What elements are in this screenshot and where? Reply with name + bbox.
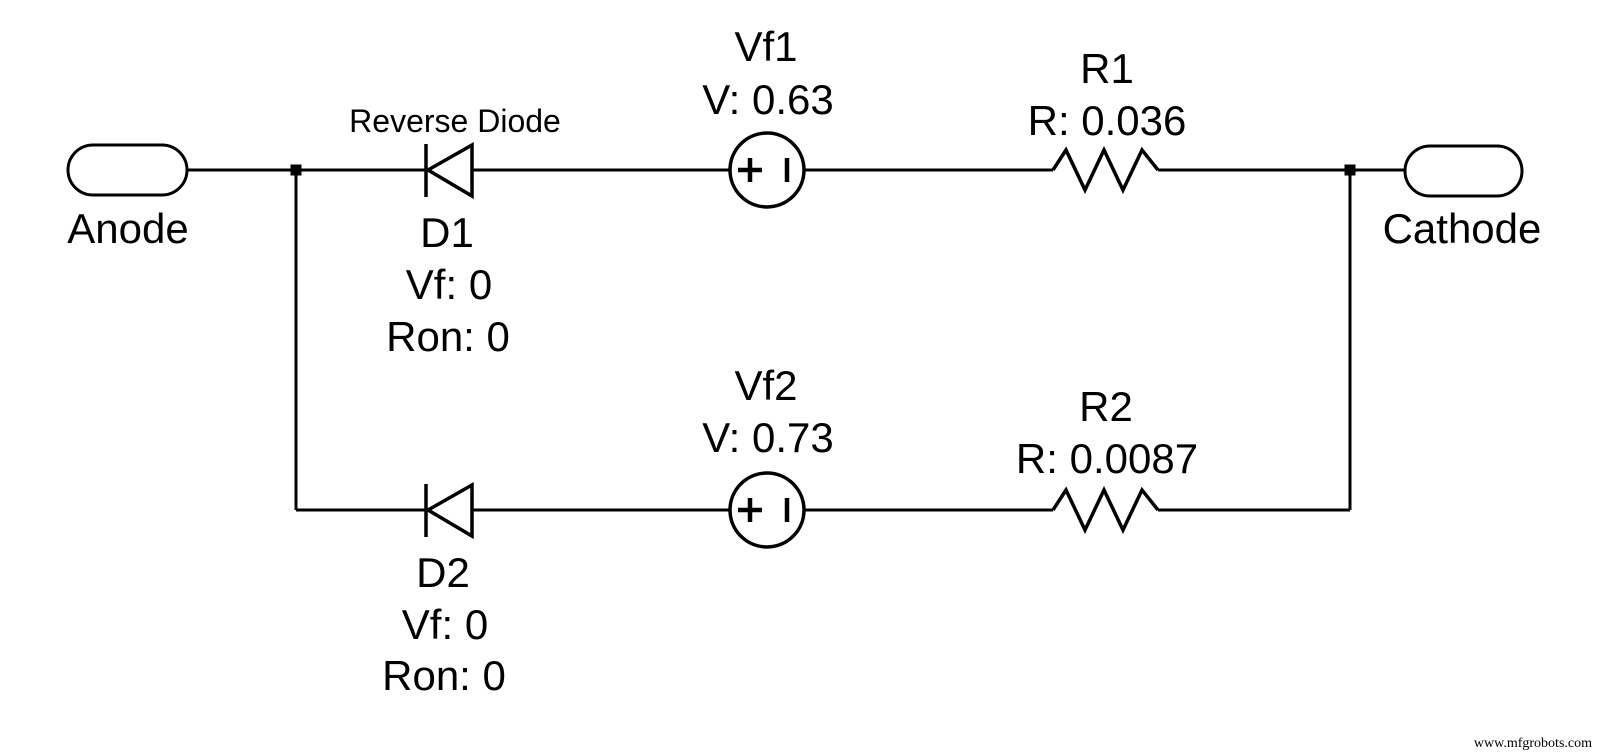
diode-d2-ron: Ron: 0 — [382, 652, 506, 699]
source-vf1-symbol — [728, 131, 806, 209]
junction-dot-right — [1344, 164, 1356, 176]
diode-d2-triangle — [424, 481, 474, 540]
resistor-r2-value: R: 0.0087 — [1016, 435, 1198, 482]
source-vf1-circle — [728, 131, 806, 209]
diode-d1-ron: Ron: 0 — [386, 313, 510, 360]
junction-dot-left — [290, 164, 302, 176]
diode-d1-symbol — [424, 141, 474, 200]
diode-d2-symbol — [424, 481, 474, 540]
source-vf2-symbol — [728, 471, 806, 549]
diode-d1-annotation: Reverse Diode — [349, 103, 561, 139]
source-vf1-name: Vf1 — [734, 23, 797, 70]
resistor-r1-name: R1 — [1080, 45, 1134, 92]
diode-d1-triangle — [424, 141, 474, 200]
resistor-r1-value: R: 0.036 — [1028, 97, 1187, 144]
source-vf1-value: V: 0.63 — [702, 76, 834, 123]
resistor-r1-symbol — [1051, 145, 1160, 195]
resistor-r2-symbol — [1051, 485, 1160, 535]
source-vf2-circle — [728, 471, 806, 549]
diode-d1-vf: Vf: 0 — [406, 261, 492, 308]
anode-terminal — [66, 143, 189, 197]
source-vf1-polarity — [738, 158, 790, 182]
diode-d1-name: D1 — [420, 209, 474, 256]
source-vf2-name: Vf2 — [734, 362, 797, 409]
resistor-r2-name: R2 — [1079, 383, 1133, 430]
cathode-label: Cathode — [1383, 205, 1542, 252]
cathode-terminal — [1403, 144, 1524, 198]
wires — [187, 168, 1405, 512]
anode-label: Anode — [67, 205, 188, 252]
diode-d2-name: D2 — [416, 549, 470, 596]
diode-d2-vf: Vf: 0 — [402, 601, 488, 648]
source-vf2-polarity — [738, 498, 790, 522]
source-vf2-value: V: 0.73 — [702, 414, 834, 461]
watermark: www.mfgrobots.com — [1474, 736, 1592, 751]
